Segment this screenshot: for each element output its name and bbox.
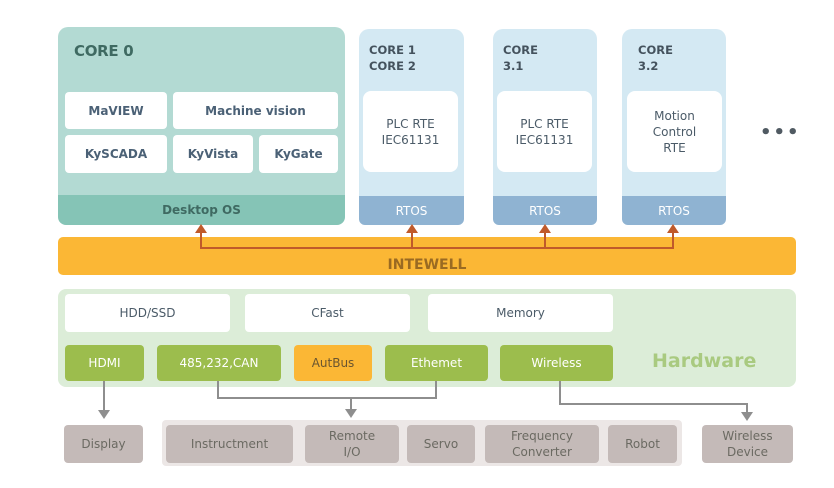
device-instructment: Instructment — [166, 425, 293, 463]
app-kyscada: KySCADA — [65, 135, 167, 173]
app-machine-vision: Machine vision — [173, 92, 338, 129]
device-robot: Robot — [608, 425, 677, 463]
rte-line: Motion — [654, 108, 695, 123]
rtos-bar: RTOS — [359, 196, 464, 225]
core-title-line: CORE 2 — [369, 59, 416, 73]
app-kyvista: KyVista — [173, 135, 253, 173]
intewell-label: INTEWELL — [387, 257, 467, 273]
interface-485-232-can: 485,232,CAN — [157, 345, 281, 381]
storage-hdd-ssd: HDD/SSD — [65, 294, 230, 332]
rtos-bar: RTOS — [493, 196, 597, 225]
app-maview: MaVIEW — [65, 92, 167, 129]
intewell-connector — [200, 229, 674, 249]
rte-line: RTE — [663, 140, 686, 155]
device-connector — [103, 381, 748, 412]
storage-cfast: CFast — [245, 294, 410, 332]
rte-line: PLC RTE — [386, 116, 435, 131]
storage-memory: Memory — [428, 294, 613, 332]
interface-wireless: Wireless — [500, 345, 613, 381]
device-line: I/O — [343, 445, 361, 459]
device-line: Device — [726, 445, 769, 459]
arrow-up-icon — [195, 224, 207, 233]
interface-autbus: AutBus — [294, 345, 372, 381]
core-title-line: 3.2 — [638, 59, 659, 73]
device-line: Wireless — [722, 429, 773, 443]
desktop-os-bar: Desktop OS — [58, 195, 345, 225]
motion-control-rte-box: Motion Control RTE — [627, 91, 722, 172]
device-line: Converter — [512, 445, 572, 459]
hardware-label: Hardware — [652, 350, 757, 372]
interface-hdmi: HDMI — [65, 345, 144, 381]
plc-rte-box: PLC RTE IEC61131 — [363, 91, 458, 172]
device-servo: Servo — [407, 425, 475, 463]
device-line: Frequency — [511, 429, 573, 443]
arrow-down-icon — [345, 409, 357, 418]
arrow-down-icon — [98, 410, 110, 419]
core3-1-title: CORE 3.1 — [503, 42, 538, 74]
core-title-line: CORE — [638, 43, 673, 57]
rte-line: IEC61131 — [515, 132, 574, 147]
core1-2-title: CORE 1 CORE 2 — [369, 42, 416, 74]
app-kygate: KyGate — [259, 135, 338, 173]
plc-rte-box: PLC RTE IEC61131 — [497, 91, 592, 172]
rte-line: IEC61131 — [381, 132, 440, 147]
core0-title: CORE 0 — [74, 42, 134, 60]
arrow-up-icon — [667, 224, 679, 233]
device-frequency-converter: Frequency Converter — [485, 425, 599, 463]
core3-2-title: CORE 3.2 — [638, 42, 673, 74]
device-wireless: Wireless Device — [702, 425, 793, 463]
rte-line: PLC RTE — [520, 116, 569, 131]
arrow-down-icon — [741, 412, 753, 421]
arrow-up-icon — [406, 224, 418, 233]
device-display: Display — [64, 425, 143, 463]
core-title-line: 3.1 — [503, 59, 524, 73]
more-cores-ellipsis: ••• — [760, 122, 801, 143]
interface-ethernet: Ethemet — [385, 345, 488, 381]
core-title-line: CORE — [503, 43, 538, 57]
rte-line: Control — [652, 124, 697, 139]
core-title-line: CORE 1 — [369, 43, 416, 57]
arrow-up-icon — [539, 224, 551, 233]
device-remote-io: Remote I/O — [305, 425, 399, 463]
rtos-bar: RTOS — [622, 196, 726, 225]
device-line: Remote — [328, 429, 376, 443]
